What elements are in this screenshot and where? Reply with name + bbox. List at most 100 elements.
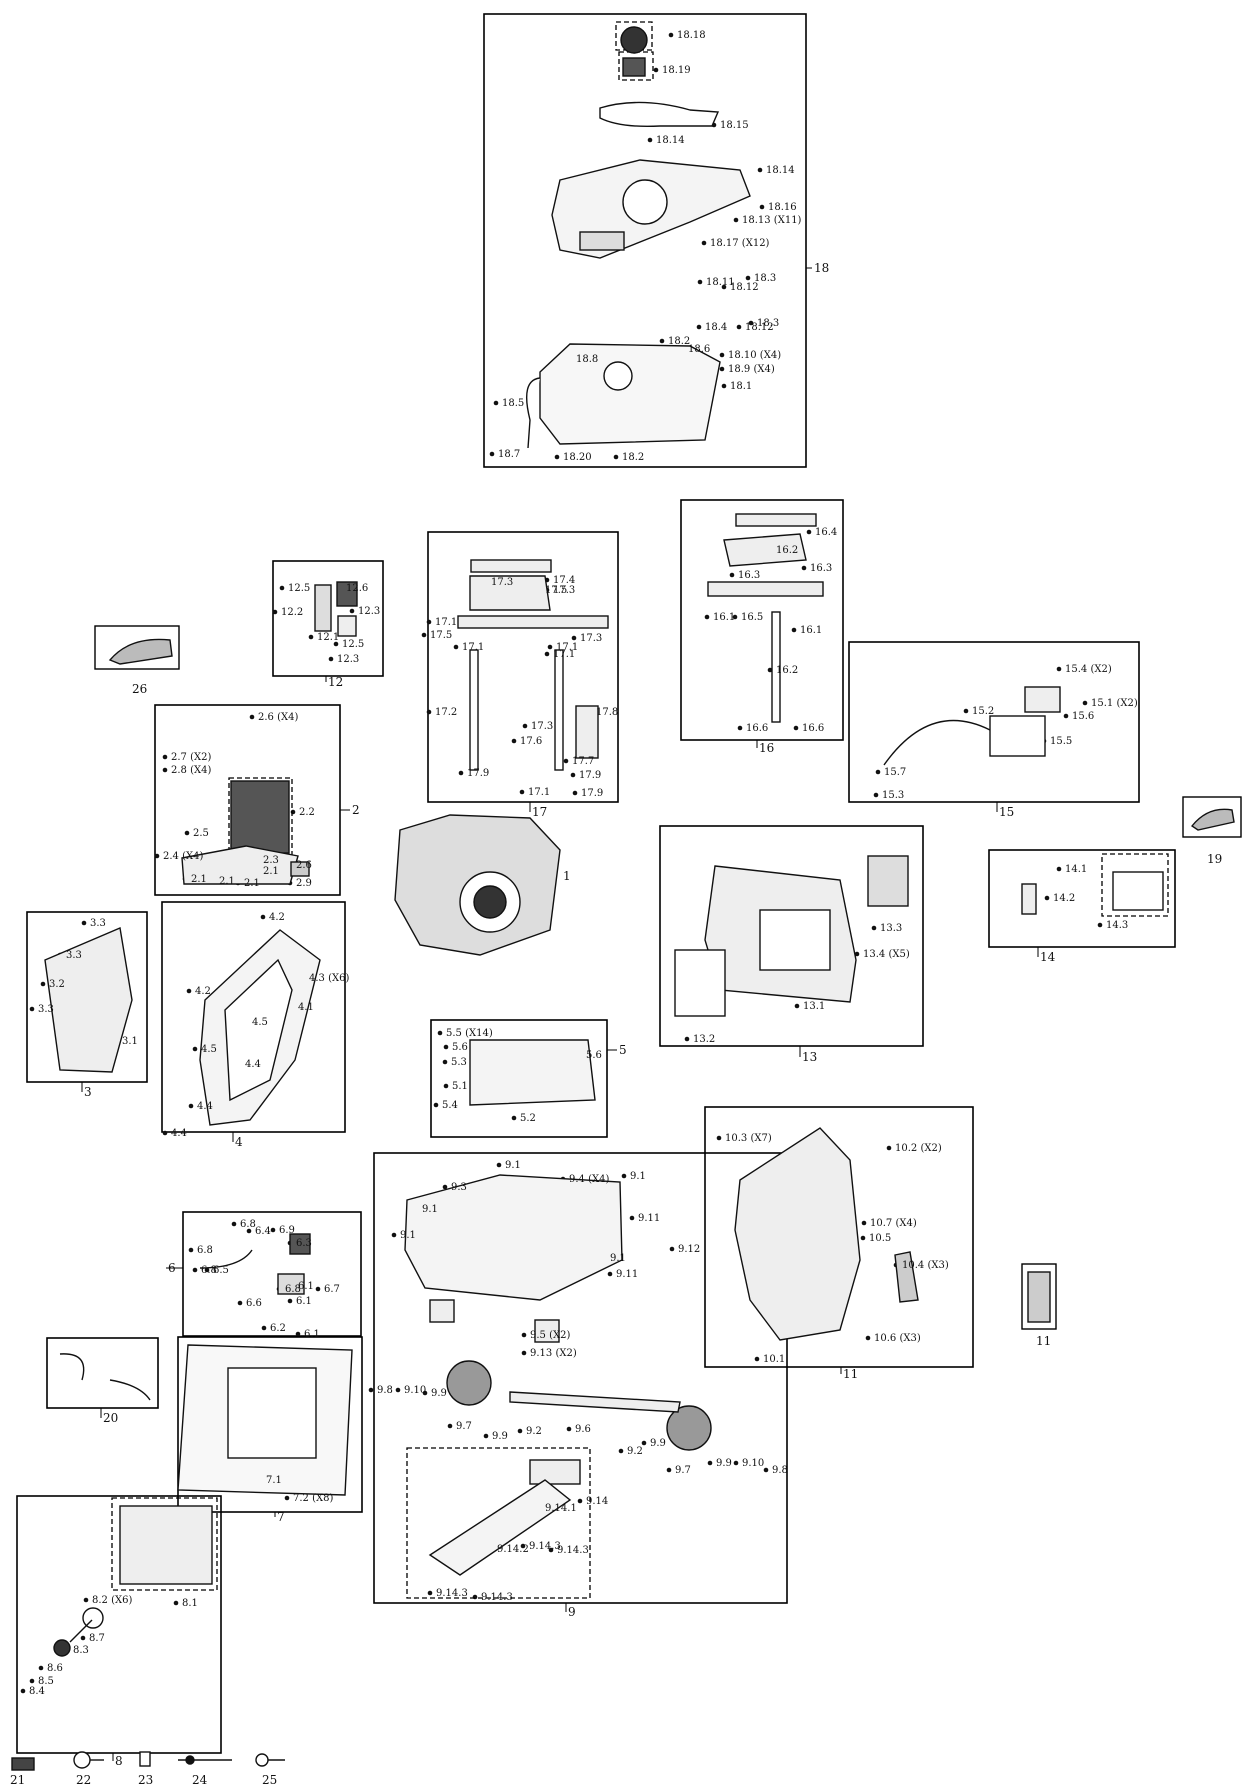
group-number-label: 2 [352, 803, 360, 817]
part-callout: 9.11 [616, 1269, 639, 1280]
fastener-marker [427, 1590, 433, 1596]
fastener-marker [707, 1460, 713, 1466]
fastener-marker [458, 770, 464, 776]
fastener-marker [871, 925, 877, 931]
fastener-marker [701, 240, 707, 246]
part-callout: 8.6 [47, 1663, 63, 1674]
fastener-marker [173, 1600, 179, 1606]
part-callout: 9.14.1 [545, 1503, 577, 1514]
fastener-marker [759, 204, 765, 210]
part-callout: 18.18 [677, 30, 706, 41]
part-callout: 5.1 [452, 1081, 468, 1092]
part-callout: 16.3 [810, 563, 833, 574]
group-number-label: 7 [277, 1510, 285, 1524]
part-callout: 2.2 [299, 807, 315, 818]
fastener-marker [733, 1460, 739, 1466]
part-callout: 16.5 [741, 612, 764, 623]
part-callout: 18.5 [502, 398, 525, 409]
group-box-16 [680, 499, 844, 741]
part-shape [289, 1233, 311, 1255]
fastener-marker [260, 914, 266, 920]
group-box-14 [988, 849, 1176, 948]
fastener-marker [442, 1059, 448, 1065]
part-shape [469, 1039, 596, 1106]
fastener-marker [570, 772, 576, 778]
fastener-marker [519, 789, 525, 795]
part-callout: 6.1 [304, 1329, 320, 1340]
fastener-marker [1097, 922, 1103, 928]
group-number-label: 12 [328, 675, 344, 689]
fastener-marker [548, 1547, 554, 1553]
part-callout: 18.2 [668, 336, 691, 347]
accessory-label: 23 [138, 1773, 154, 1787]
part-shape [734, 1127, 861, 1341]
fastener-marker [162, 754, 168, 760]
fastener-marker [261, 1325, 267, 1331]
group-box-15 [848, 641, 1140, 803]
part-callout: 5.2 [520, 1113, 536, 1124]
fastener-marker [81, 920, 87, 926]
fastener-marker [246, 1228, 252, 1234]
part-callout: 17.3 [531, 721, 554, 732]
part-callout: 9.2 [627, 1446, 643, 1457]
part-callout: 17.2 [435, 707, 458, 718]
fastener-marker [886, 1145, 892, 1151]
part-callout: 18.14 [656, 135, 685, 146]
part-callout: 10.5 [869, 1233, 892, 1244]
part-callout: 13.3 [880, 923, 903, 934]
part-shape [337, 615, 357, 637]
group-box-10 [704, 1106, 974, 1368]
part-callout: 18.3 [757, 318, 780, 329]
part-callout: 13.1 [803, 1001, 826, 1012]
fastener-marker [517, 1428, 523, 1434]
fastener-marker [613, 454, 619, 460]
part-callout: 4.4 [197, 1101, 213, 1112]
part-shape [1190, 808, 1235, 831]
part-callout: 6.3 [296, 1238, 312, 1249]
fastener-marker [716, 1135, 722, 1141]
fastener-marker [483, 1433, 489, 1439]
fastener-marker [333, 641, 339, 647]
fastener-marker [697, 279, 703, 285]
part-callout: 17.1 [528, 787, 551, 798]
fastener-marker [29, 1006, 35, 1012]
group-box-12 [272, 560, 384, 677]
fastener-marker [489, 451, 495, 457]
fastener-marker [865, 1335, 871, 1341]
part-shape [109, 1379, 151, 1401]
part-callout: 15.5 [1050, 736, 1073, 747]
part-callout: 18.8 [576, 354, 599, 365]
fastener-marker [186, 988, 192, 994]
part-callout: 9.8 [772, 1465, 788, 1476]
fastener-marker [38, 1665, 44, 1671]
part-callout: 6.9 [279, 1225, 295, 1236]
fastener-marker [1082, 700, 1088, 706]
fastener-marker [668, 32, 674, 38]
part-callout: 3.3 [90, 918, 106, 929]
part-callout: 2.3 [263, 855, 279, 866]
part-callout: 9.9 [650, 1438, 666, 1449]
part-shape [446, 1360, 492, 1406]
fastener-marker [566, 1426, 572, 1432]
fastener-marker [162, 1130, 168, 1136]
part-shape [139, 1751, 151, 1767]
fastener-marker [659, 338, 665, 344]
part-callout: 17.9 [581, 788, 604, 799]
part-callout: 17.3 [580, 633, 603, 644]
fastener-marker [443, 1044, 449, 1050]
part-callout: 4.1 [298, 1002, 314, 1013]
fastener-marker [29, 1678, 35, 1684]
part-shape [526, 377, 541, 449]
fastener-marker [433, 1102, 439, 1108]
part-callout: 2.8 (X4) [171, 765, 212, 776]
part-shape [622, 57, 646, 77]
part-callout: 9.14.3 [529, 1541, 561, 1552]
fastener-marker [272, 609, 278, 615]
fastener-marker [493, 400, 499, 406]
part-shape [473, 885, 507, 919]
part-callout: 6.5 [213, 1265, 229, 1276]
group-number-label: 13 [802, 1050, 818, 1064]
part-callout: 6.6 [246, 1298, 262, 1309]
part-shape [290, 861, 310, 877]
